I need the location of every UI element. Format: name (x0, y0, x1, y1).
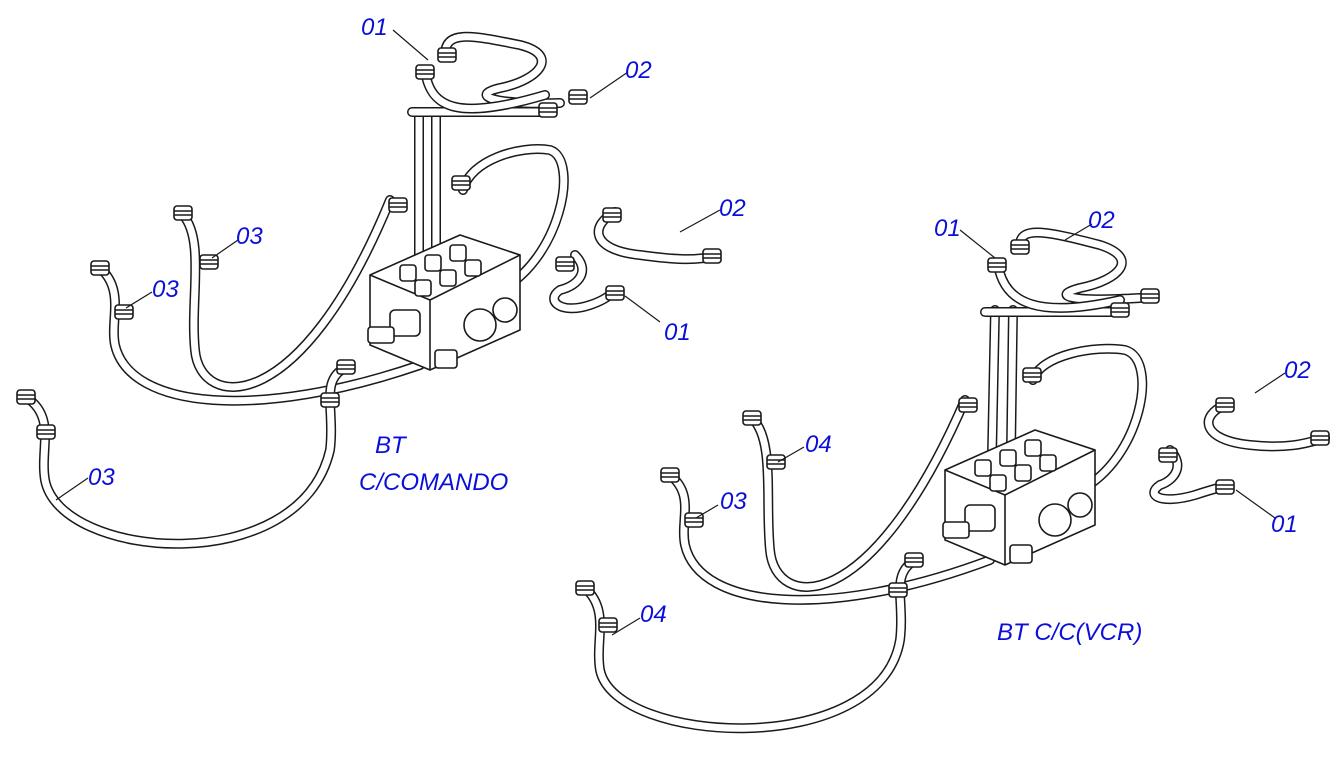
right-label-04-a: 04 (805, 431, 832, 458)
left-control-valve (367, 234, 521, 371)
right-label-01-side: 01 (1271, 511, 1298, 538)
right-control-valve (942, 429, 1096, 566)
right-big-loop-hose (1028, 343, 1148, 495)
right-label-03: 03 (720, 488, 747, 515)
right-assembly (575, 227, 1330, 734)
right-title: BT C/C(VCR) (997, 619, 1142, 646)
right-long-hoses (580, 395, 995, 734)
right-vertical-tubes (980, 305, 1125, 460)
left-labels: 01 02 02 03 03 01 03 BT C/COMANDO (88, 14, 746, 496)
left-long-hoses (25, 195, 425, 549)
left-label-03-c: 03 (88, 464, 115, 491)
left-side-hoses (549, 207, 710, 314)
left-label-02-top: 02 (625, 57, 652, 84)
right-label-02-side: 02 (1284, 357, 1311, 384)
left-top-hoses (420, 31, 565, 114)
left-label-03-a: 03 (236, 223, 263, 250)
right-labels: 01 02 02 04 03 01 04 BT C/C(VCR) (640, 207, 1311, 646)
left-title-line-2: C/COMANDO (359, 469, 508, 496)
leader-lines (55, 29, 1286, 636)
left-label-01-side: 01 (664, 319, 691, 346)
right-side-hoses (1149, 400, 1330, 505)
left-big-loop-hose (458, 144, 569, 295)
left-label-03-b: 03 (152, 276, 179, 303)
left-assembly (16, 31, 722, 549)
right-label-02-top: 02 (1088, 207, 1115, 234)
left-label-01-top: 01 (361, 14, 388, 41)
left-label-02-side: 02 (719, 195, 746, 222)
right-label-01-top: 01 (934, 215, 961, 242)
right-label-04-b: 04 (640, 601, 667, 628)
left-title-line-1: BT (375, 432, 408, 459)
right-top-hoses (993, 227, 1145, 313)
